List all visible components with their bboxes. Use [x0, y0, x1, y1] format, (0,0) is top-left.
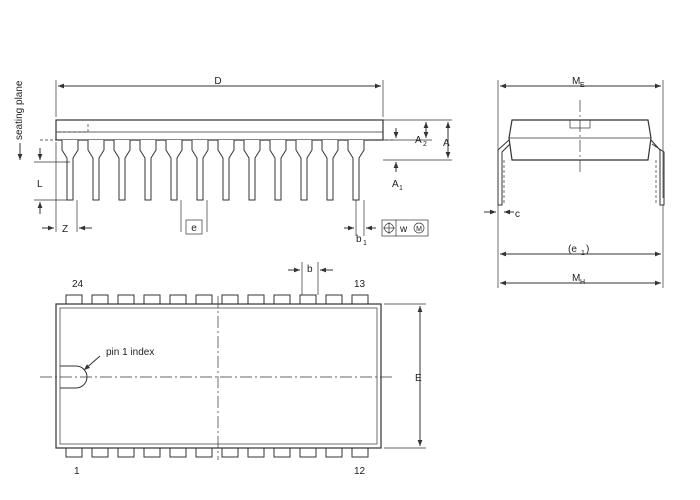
pin-12-label: 12: [354, 466, 366, 477]
bottom-pin: [247, 447, 265, 458]
w-label: w: [399, 224, 408, 235]
seating-plane-label: seating plane: [14, 80, 25, 140]
bottom-pin: [169, 447, 187, 458]
top-pin: [65, 294, 83, 305]
side-lead: [139, 140, 157, 201]
bottom-pin: [91, 447, 109, 458]
d-label: D: [214, 76, 221, 87]
side-view: seating plane D A A 2 A 1 L: [14, 76, 452, 247]
side-lead: [243, 140, 261, 201]
z-label: Z: [62, 224, 68, 235]
top-pin: [325, 294, 343, 305]
side-lead: [347, 140, 365, 201]
bottom-pins: [65, 447, 369, 458]
e-body-label: E: [415, 373, 422, 384]
top-view: b pin 1 index E 24 13 1 12: [40, 262, 426, 477]
mh-label: M: [572, 273, 580, 284]
a1-sub: 1: [399, 185, 403, 192]
top-pin: [117, 294, 135, 305]
top-pin: [143, 294, 161, 305]
me-label: M: [572, 76, 580, 87]
e-label: e: [191, 223, 197, 234]
end-lead-right: [650, 139, 665, 206]
side-leads: [61, 140, 365, 201]
b1-label: b: [356, 234, 362, 245]
a-label: A: [443, 138, 450, 149]
bottom-pin: [325, 447, 343, 458]
side-lead: [165, 140, 183, 201]
b1-sub: 1: [363, 240, 367, 247]
e-label-box: [185, 219, 203, 235]
top-body-inner: [59, 307, 378, 445]
pin1-index-label: pin 1 index: [106, 347, 154, 358]
top-pins: [65, 294, 369, 305]
bottom-pin: [273, 447, 291, 458]
mh-sub: H: [580, 279, 585, 286]
mmc-label: M: [416, 226, 422, 233]
b-label: b: [307, 264, 313, 275]
side-lead: [191, 140, 209, 201]
top-pin: [299, 294, 317, 305]
side-lead: [217, 140, 235, 201]
e1-sub: 1: [581, 250, 585, 257]
top-pin: [169, 294, 187, 305]
top-pin: [91, 294, 109, 305]
side-lead: [61, 140, 79, 201]
bottom-pin: [65, 447, 83, 458]
e1-close: ): [586, 244, 589, 255]
pin-1-label: 1: [74, 466, 80, 477]
bottom-pin: [195, 447, 213, 458]
bottom-pin: [143, 447, 161, 458]
c-label: c: [515, 209, 520, 220]
mmc-circle-icon: [413, 222, 425, 234]
l-label: L: [37, 179, 43, 190]
pin-24-label: 24: [72, 279, 84, 290]
side-lead: [321, 140, 339, 201]
end-lead-left: [497, 139, 511, 206]
side-lead: [269, 140, 287, 201]
a2-label: A: [415, 135, 422, 146]
bottom-pin: [351, 447, 369, 458]
pin1-index-leader: [83, 355, 101, 371]
pin1-index-notch: [60, 365, 88, 389]
top-body: [55, 303, 382, 449]
e1-label: (e: [568, 244, 577, 255]
pin-13-label: 13: [354, 279, 366, 290]
top-pin: [273, 294, 291, 305]
top-pin: [247, 294, 265, 305]
side-lead: [295, 140, 313, 201]
a2-sub: 2: [423, 141, 427, 148]
side-body-notch: [58, 122, 89, 133]
bottom-pin: [117, 447, 135, 458]
side-lead: [87, 140, 105, 201]
bottom-pin: [299, 447, 317, 458]
tolerance-frame: [381, 219, 429, 237]
top-pin: [221, 294, 239, 305]
top-pin: [351, 294, 369, 305]
me-sub: E: [580, 82, 585, 89]
a1-label: A: [392, 179, 399, 190]
side-lead: [113, 140, 131, 201]
side-body: [55, 119, 384, 141]
top-pin: [195, 294, 213, 305]
end-view: M E c (e 1 ) M H: [484, 76, 665, 288]
bottom-pin: [221, 447, 239, 458]
